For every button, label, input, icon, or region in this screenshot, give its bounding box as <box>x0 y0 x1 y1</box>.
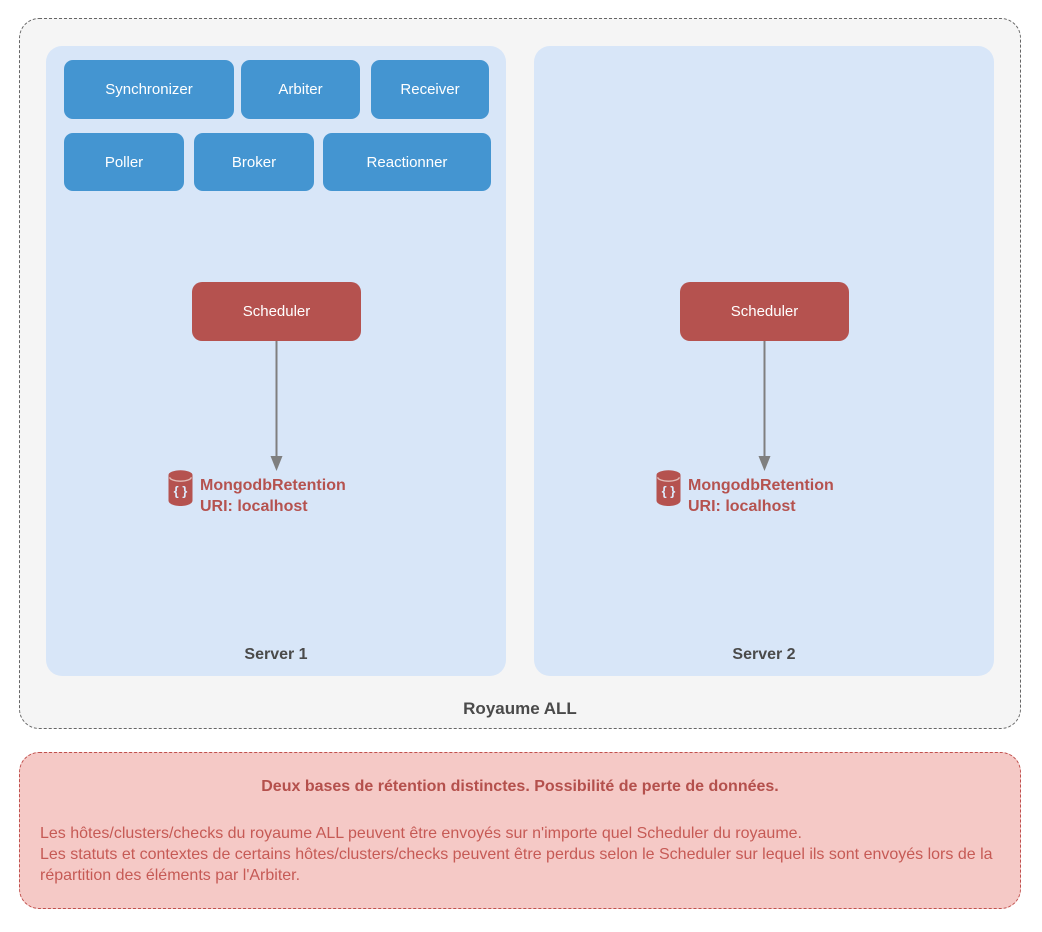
node-synchronizer: Synchronizer <box>64 60 234 119</box>
node-reactionner-label: Reactionner <box>366 153 448 171</box>
royaume-all-container: Synchronizer Arbiter Receiver Poller Bro… <box>19 18 1021 729</box>
db-text-block: MongodbRetention URI: localhost <box>200 475 346 517</box>
node-poller: Poller <box>64 133 184 191</box>
node-scheduler-server1: Scheduler <box>192 282 361 341</box>
arrow-scheduler-to-db <box>758 341 771 471</box>
svg-text:{ }: { } <box>174 484 188 499</box>
node-arbiter-label: Arbiter <box>278 81 323 98</box>
node-poller-label: Poller <box>104 153 144 171</box>
node-reactionner: Reactionner <box>323 133 491 191</box>
arrow-scheduler-to-db <box>270 341 283 471</box>
database-icon: { } <box>168 470 193 506</box>
node-scheduler-server2: Scheduler <box>680 282 849 341</box>
svg-text:{ }: { } <box>662 484 676 499</box>
node-arbiter: Arbiter <box>241 60 360 119</box>
database-icon: { } <box>656 470 681 506</box>
royaume-all-label: Royaume ALL <box>463 699 577 718</box>
node-broker-label: Broker <box>231 153 277 171</box>
server-1-panel: Synchronizer Arbiter Receiver Poller Bro… <box>46 46 506 676</box>
node-receiver: Receiver <box>371 60 489 119</box>
node-receiver-label: Receiver <box>400 81 460 98</box>
warning-line-1: Les hôtes/clusters/checks du royaume ALL… <box>40 825 802 842</box>
db-uri: URI: localhost <box>688 498 796 515</box>
node-broker: Broker <box>194 133 314 191</box>
server-2-label: Server 2 <box>732 646 796 663</box>
db-name: MongodbRetention <box>688 477 834 494</box>
warning-title: Deux bases de rétention distinctes. Poss… <box>261 778 779 795</box>
db-retention-server1: { } MongodbRetention URI: localhost <box>167 469 346 517</box>
node-synchronizer-label: Synchronizer <box>105 81 193 98</box>
server-2-panel: Scheduler { } MongodbRetention URI: loca… <box>534 46 994 676</box>
warning-line-2: Les statuts et contextes de certains hôt… <box>40 846 993 884</box>
scheduler-label: Scheduler <box>730 303 799 320</box>
db-retention-server2: { } MongodbRetention URI: localhost <box>655 469 834 517</box>
server-1-label: Server 1 <box>244 646 308 663</box>
warning-note: Deux bases de rétention distinctes. Poss… <box>19 752 1021 909</box>
warning-body: Les hôtes/clusters/checks du royaume ALL… <box>40 823 1000 886</box>
db-text-block: MongodbRetention URI: localhost <box>688 475 834 517</box>
db-name: MongodbRetention <box>200 477 346 494</box>
db-uri: URI: localhost <box>200 498 308 515</box>
scheduler-label: Scheduler <box>242 303 311 320</box>
